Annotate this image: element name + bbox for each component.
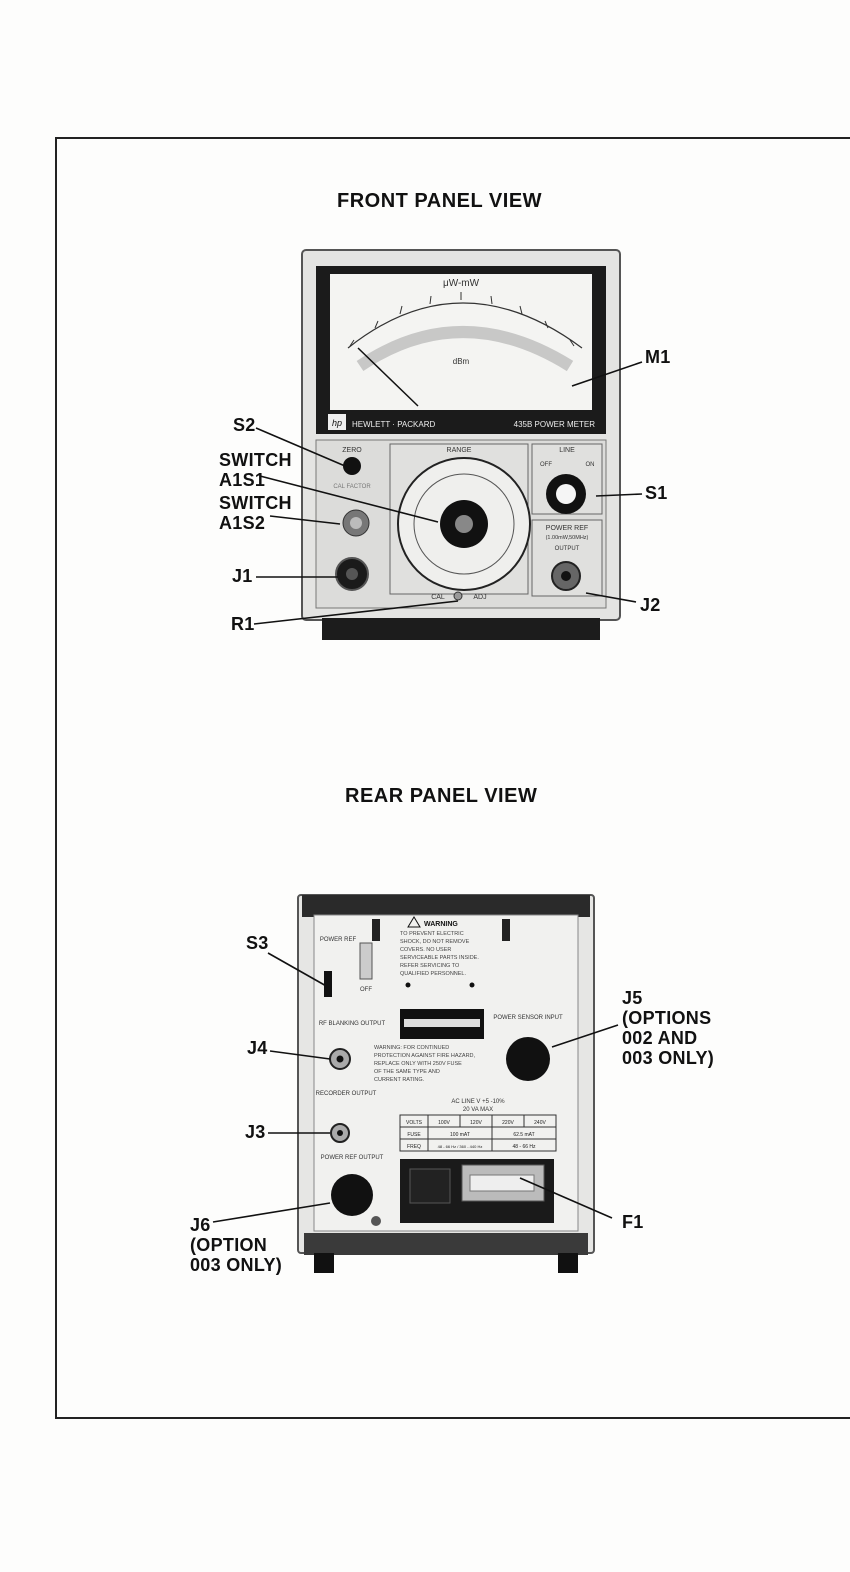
cal-adj-screw xyxy=(453,591,463,601)
svg-text:POWER REF OUTPUT: POWER REF OUTPUT xyxy=(321,1155,384,1161)
brand-label: HEWLETT · PACKARD xyxy=(352,420,435,429)
svg-text:WARNING: FOR CONTINUED: WARNING: FOR CONTINUED xyxy=(374,1045,449,1051)
model-label: 435B POWER METER xyxy=(514,420,596,429)
svg-text:(1.00mW,50MHz): (1.00mW,50MHz) xyxy=(546,535,589,541)
svg-text:POWER REF: POWER REF xyxy=(546,525,588,532)
svg-text:CAL FACTOR: CAL FACTOR xyxy=(333,484,371,490)
svg-text:48 - 66 Hz: 48 - 66 Hz xyxy=(512,1144,536,1150)
svg-text:62.5 mAT: 62.5 mAT xyxy=(513,1132,534,1138)
svg-text:48 - 66 Hz / 360 - 440 Hz: 48 - 66 Hz / 360 - 440 Hz xyxy=(438,1144,483,1149)
meter-unit-top: μW-mW xyxy=(443,278,480,289)
svg-text:REPLACE ONLY WITH 250V FUSE: REPLACE ONLY WITH 250V FUSE xyxy=(374,1061,462,1067)
svg-text:POWER SENSOR INPUT: POWER SENSOR INPUT xyxy=(493,1015,563,1021)
front-panel-heading: FRONT PANEL VIEW xyxy=(337,190,543,212)
callout-switch-a1s2: SWITCH A1S2 xyxy=(219,493,292,533)
svg-text:VOLTS: VOLTS xyxy=(406,1120,423,1126)
svg-text:20 VA MAX: 20 VA MAX xyxy=(463,1107,493,1113)
callout-j5: J5 (OPTIONS 002 AND 003 ONLY) xyxy=(622,988,715,1068)
rear-panel-illustration: POWER REF OFF WARNING TO PREVENT ELECTRI… xyxy=(297,894,595,1273)
svg-text:CAL: CAL xyxy=(431,594,445,601)
svg-text:SERVICEABLE PARTS INSIDE.: SERVICEABLE PARTS INSIDE. xyxy=(400,955,479,961)
svg-text:RF BLANKING OUTPUT: RF BLANKING OUTPUT xyxy=(319,1021,386,1027)
svg-text:AC LINE V +5 -10%: AC LINE V +5 -10% xyxy=(451,1099,505,1105)
svg-text:RANGE: RANGE xyxy=(447,447,472,454)
svg-text:PROTECTION AGAINST FIRE HAZARD: PROTECTION AGAINST FIRE HAZARD, xyxy=(374,1053,476,1059)
svg-text:100V: 100V xyxy=(438,1120,450,1126)
power-ref-switch xyxy=(324,971,332,997)
svg-text:ADJ: ADJ xyxy=(473,594,486,601)
svg-text:OFF: OFF xyxy=(540,462,552,468)
svg-text:WARNING: WARNING xyxy=(424,921,458,928)
svg-text:ZERO: ZERO xyxy=(342,447,362,454)
svg-text:CURRENT RATING.: CURRENT RATING. xyxy=(374,1077,425,1083)
zero-button xyxy=(343,457,361,475)
svg-text:OFF: OFF xyxy=(360,987,372,993)
power-sensor-connector xyxy=(506,1037,550,1081)
svg-text:REFER SERVICING TO: REFER SERVICING TO xyxy=(400,963,460,969)
svg-text:120V: 120V xyxy=(470,1120,482,1126)
hp-logo xyxy=(328,414,346,430)
power-ref-output-connector xyxy=(331,1174,373,1216)
callout-j1: J1 xyxy=(232,566,253,586)
callout-j4: J4 xyxy=(247,1038,268,1058)
callout-s1: S1 xyxy=(645,483,668,503)
callout-j6: J6 (OPTION 003 ONLY) xyxy=(190,1215,283,1275)
svg-text:hp: hp xyxy=(332,418,342,428)
svg-text:OF THE SAME TYPE AND: OF THE SAME TYPE AND xyxy=(374,1069,440,1075)
svg-text:FUSE: FUSE xyxy=(407,1132,421,1138)
svg-text:100 mAT: 100 mAT xyxy=(450,1132,470,1138)
svg-text:COVERS. NO USER: COVERS. NO USER xyxy=(400,947,451,953)
callout-m1: M1 xyxy=(645,347,671,367)
callout-switch-a1s1: SWITCH A1S1 xyxy=(219,450,292,490)
front-panel-illustration: μW-mW dBm hp HEWLETT · PACKARD 435B POWE… xyxy=(301,249,621,640)
svg-text:TO PREVENT ELECTRIC: TO PREVENT ELECTRIC xyxy=(400,931,464,937)
svg-text:RECORDER OUTPUT: RECORDER OUTPUT xyxy=(316,1091,377,1097)
callout-j3: J3 xyxy=(245,1122,266,1142)
svg-text:220V: 220V xyxy=(502,1120,514,1126)
meter-needle xyxy=(357,347,419,407)
svg-text:FREQ: FREQ xyxy=(407,1144,421,1150)
callout-r1: R1 xyxy=(231,614,255,634)
callout-f1: F1 xyxy=(622,1212,644,1232)
callout-j2: J2 xyxy=(640,595,661,615)
meter-unit-bottom: dBm xyxy=(453,357,470,366)
figure-frame xyxy=(55,137,850,1419)
svg-text:SHOCK, DO NOT REMOVE: SHOCK, DO NOT REMOVE xyxy=(400,939,470,945)
callout-s3: S3 xyxy=(246,933,269,953)
svg-text:OUTPUT: OUTPUT xyxy=(555,546,580,552)
callout-s2: S2 xyxy=(233,415,256,435)
svg-text:POWER REF: POWER REF xyxy=(320,937,357,943)
svg-text:240V: 240V xyxy=(534,1120,546,1126)
svg-text:ON: ON xyxy=(586,462,595,468)
svg-text:LINE: LINE xyxy=(559,447,575,454)
svg-text:QUALIFIED PERSONNEL.: QUALIFIED PERSONNEL. xyxy=(400,971,466,977)
ac-line-table xyxy=(399,1114,557,1152)
rear-panel-heading: REAR PANEL VIEW xyxy=(345,785,538,807)
